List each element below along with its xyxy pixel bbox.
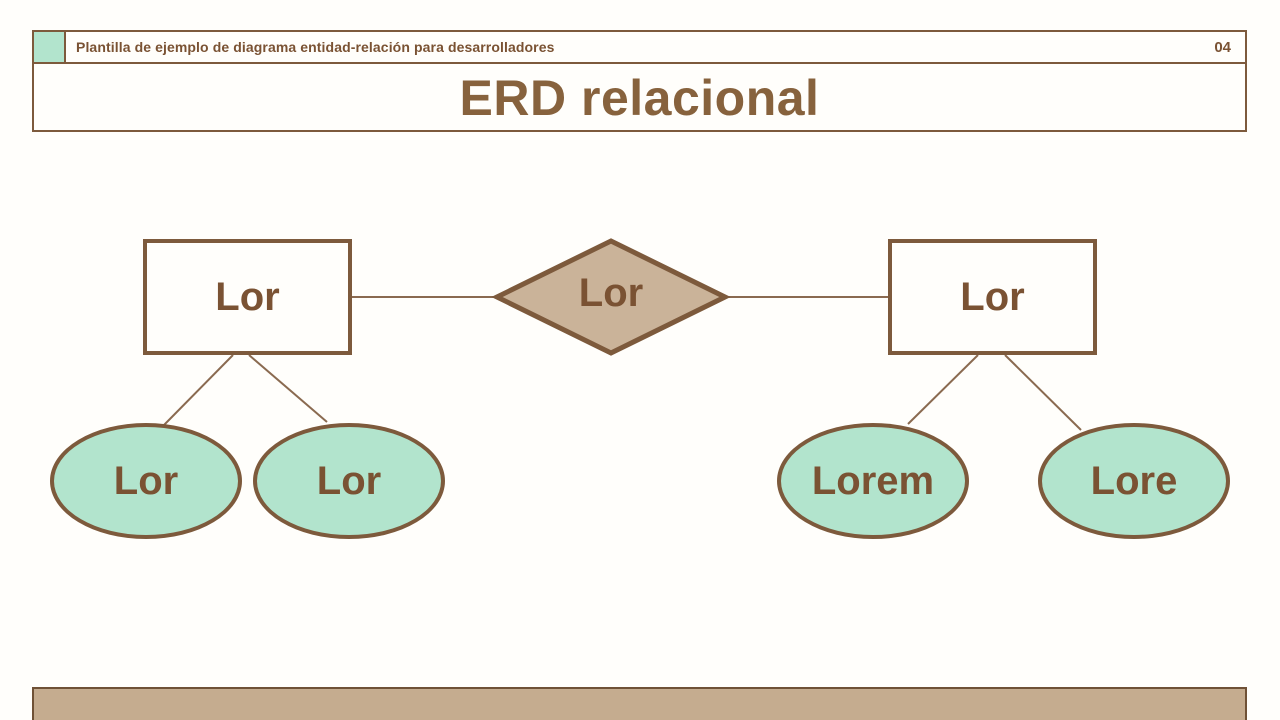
attribute-right-1: Lorem	[777, 423, 969, 539]
attribute-right-2-label: Lore	[1090, 458, 1178, 503]
entity-left: Lor	[143, 239, 352, 355]
slide-title: ERD relacional	[459, 70, 820, 126]
entity-left-label: Lor	[215, 274, 280, 319]
page-number: 04	[1214, 38, 1231, 56]
connector-entityleft-attr1	[163, 354, 234, 426]
header-strip: Plantilla de ejemplo de diagrama entidad…	[34, 32, 1245, 64]
accent-chip	[34, 32, 66, 62]
title-row: ERD relacional	[34, 64, 1245, 132]
entity-right-label: Lor	[960, 274, 1025, 319]
connector-entityright-attr3	[907, 354, 979, 425]
attribute-right-1-label: Lorem	[811, 458, 935, 503]
attribute-right-2: Lore	[1038, 423, 1230, 539]
attribute-left-1-label: Lor	[113, 458, 179, 503]
header-kicker: Plantilla de ejemplo de diagrama entidad…	[76, 39, 555, 55]
slide-header: Plantilla de ejemplo de diagrama entidad…	[32, 30, 1247, 132]
connector-entityleft-attr2	[248, 354, 328, 423]
attribute-left-2: Lor	[253, 423, 445, 539]
relationship-label-wrap: Lor	[511, 271, 711, 316]
relationship-label: Lor	[578, 271, 644, 315]
attribute-left-1: Lor	[50, 423, 242, 539]
relationship-diamond	[491, 238, 731, 356]
footer-bar	[32, 687, 1247, 720]
connector-entityright-attr4	[1004, 354, 1082, 431]
attribute-left-2-label: Lor	[316, 458, 382, 503]
entity-right: Lor	[888, 239, 1097, 355]
